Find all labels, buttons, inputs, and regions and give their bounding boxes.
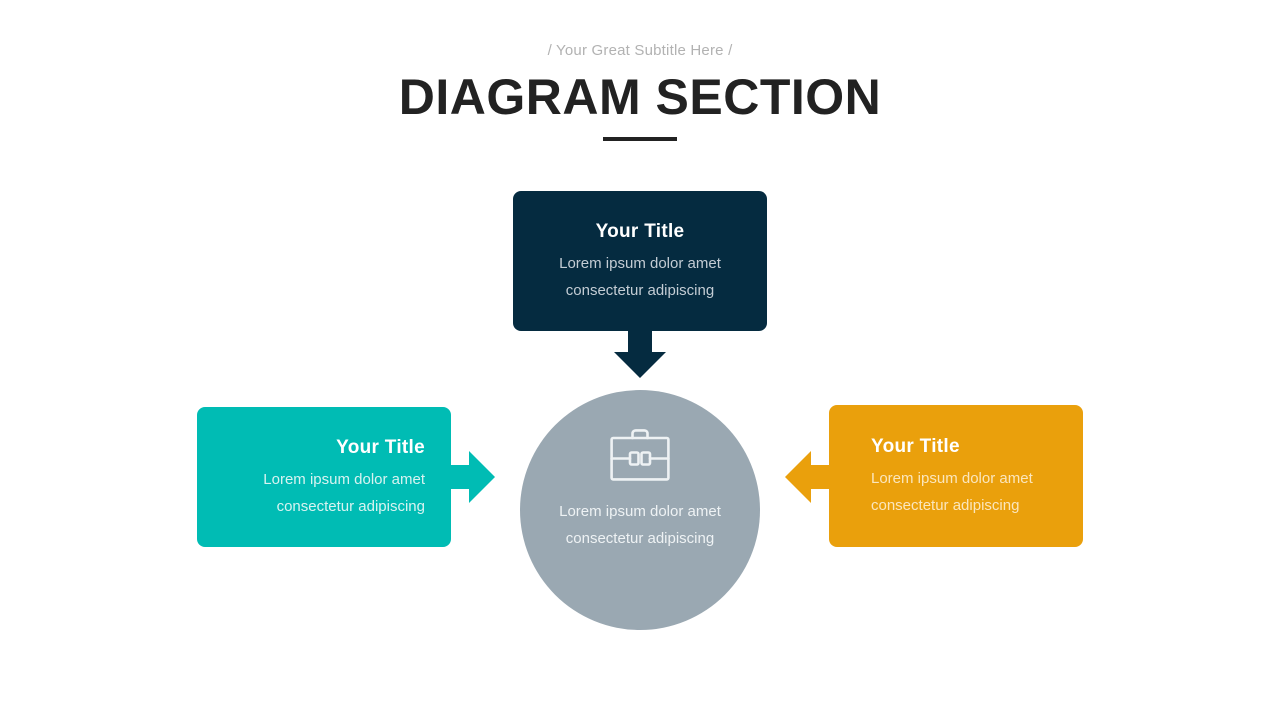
- page-title: DIAGRAM SECTION: [398, 69, 882, 125]
- node-top-body: Lorem ipsum dolor amet consectetur adipi…: [559, 250, 721, 304]
- diagram-node-right[interactable]: Your Title Lorem ipsum dolor amet consec…: [829, 405, 1083, 547]
- node-left-body-line1: Lorem ipsum dolor amet: [263, 470, 425, 488]
- node-center-body: Lorem ipsum dolor amet consectetur adipi…: [535, 498, 745, 552]
- node-center-body-line1: Lorem ipsum dolor amet: [559, 503, 721, 520]
- arrow-right-icon: [445, 451, 495, 503]
- node-right-body: Lorem ipsum dolor amet consectetur adipi…: [871, 465, 1033, 519]
- node-left-body: Lorem ipsum dolor amet consectetur adipi…: [263, 466, 425, 520]
- node-left-body-line2: consectetur adipiscing: [276, 497, 425, 515]
- diagram-node-top[interactable]: Your Title Lorem ipsum dolor amet consec…: [513, 191, 767, 331]
- node-top-title: Your Title: [595, 220, 685, 242]
- diagram-node-left[interactable]: Your Title Lorem ipsum dolor amet consec…: [197, 407, 451, 547]
- node-right-body-line1: Lorem ipsum dolor amet: [871, 469, 1033, 487]
- node-top-body-line2: consectetur adipiscing: [565, 281, 715, 299]
- title-underline-rule: [603, 137, 677, 141]
- slide-header: / Your Great Subtitle Here / DIAGRAM SEC…: [0, 40, 1280, 141]
- arrow-down-icon: [614, 328, 666, 378]
- node-left-title: Your Title: [336, 436, 425, 458]
- node-center-body-line2: consectetur adipiscing: [565, 530, 715, 547]
- arrow-left-icon: [785, 451, 835, 503]
- briefcase-icon: [610, 429, 670, 481]
- node-top-body-line1: Lorem ipsum dolor amet: [559, 254, 721, 272]
- diagram-node-center[interactable]: Lorem ipsum dolor amet consectetur adipi…: [520, 390, 760, 630]
- node-right-title: Your Title: [871, 435, 960, 457]
- slide-subtitle: / Your Great Subtitle Here /: [547, 42, 733, 59]
- node-right-body-line2: consectetur adipiscing: [871, 496, 1020, 514]
